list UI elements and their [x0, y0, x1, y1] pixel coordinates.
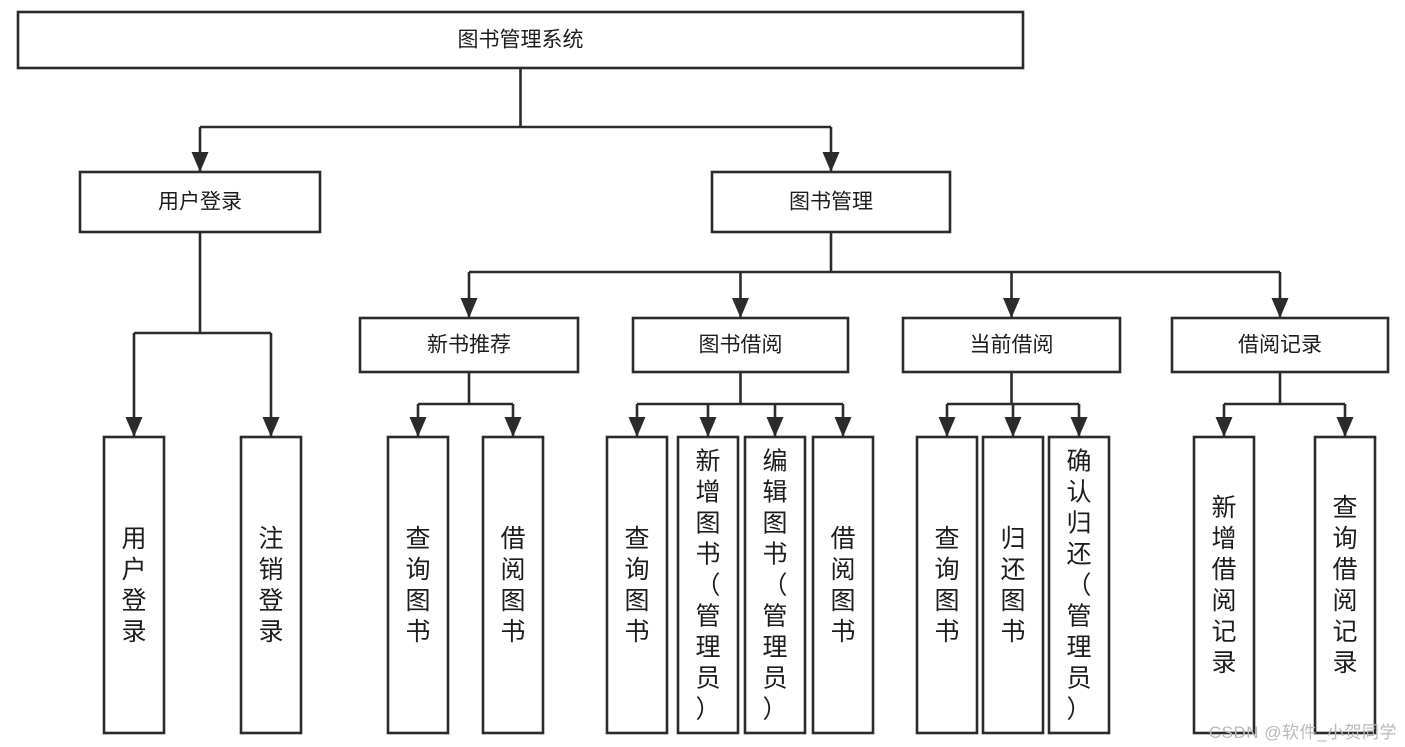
- node-label-book-management: 图书管理: [789, 191, 873, 214]
- leaf-label-query-borrow-record: 查询借阅记录: [1332, 494, 1357, 677]
- leaf-label-user-logout: 注销登录: [258, 525, 283, 646]
- leaf-label-user-login-do: 用户登录: [121, 525, 146, 646]
- arrow-head-icon: [766, 417, 784, 437]
- arrow-head-icon: [1070, 417, 1088, 437]
- node-root-system[interactable]: 图书管理系统: [16, 10, 1025, 70]
- leaf-label-add-book-admin: 新增图书（管理员）: [695, 448, 720, 724]
- leaf-label-confirm-return-admin: 确认归还（管理员）: [1066, 448, 1091, 724]
- arrow-head-icon: [822, 152, 840, 172]
- node-label-user-login: 用户登录: [158, 191, 242, 214]
- arrow-head-icon: [732, 298, 749, 318]
- leaf-confirm-return-admin[interactable]: 确认归还（管理员）: [1047, 435, 1111, 735]
- leaf-add-borrow-record[interactable]: 新增借阅记录: [1192, 435, 1256, 735]
- leaf-borrow-book-1[interactable]: 借阅图书: [481, 435, 545, 735]
- leaf-label-query-book-3: 查询图书: [934, 525, 959, 646]
- arrow-head-icon: [262, 417, 280, 437]
- arrow-head-icon: [504, 417, 522, 437]
- arrow-head-icon: [1336, 417, 1354, 437]
- leaf-label-return-book: 归还图书: [1000, 525, 1025, 646]
- leaf-return-book[interactable]: 归还图书: [981, 435, 1045, 735]
- node-label-new-book-recommend: 新书推荐: [427, 334, 511, 357]
- arrow-head-icon: [699, 417, 717, 437]
- leaf-label-query-book-1: 查询图书: [405, 525, 430, 646]
- arrow-head-icon: [1215, 417, 1233, 437]
- node-new-book-recommend[interactable]: 新书推荐: [358, 316, 580, 374]
- node-label-borrow-record: 借阅记录: [1238, 334, 1322, 357]
- leaf-user-logout[interactable]: 注销登录: [239, 435, 303, 735]
- arrow-head-icon: [1004, 417, 1022, 437]
- arrow-head-icon: [409, 417, 427, 437]
- arrow-head-icon: [1003, 298, 1020, 318]
- node-current-borrow[interactable]: 当前借阅: [901, 316, 1122, 374]
- arrow-head-icon: [834, 417, 852, 437]
- node-book-management[interactable]: 图书管理: [710, 170, 952, 234]
- arrow-head-icon: [460, 298, 478, 318]
- leaf-borrow-book-2[interactable]: 借阅图书: [811, 435, 875, 735]
- node-label-book-borrow: 图书借阅: [699, 334, 783, 357]
- arrow-head-icon: [125, 417, 143, 437]
- leaf-edit-book-admin[interactable]: 编辑图书（管理员）: [743, 435, 807, 735]
- connectors-layer: [125, 68, 1354, 437]
- arrow-head-icon: [628, 417, 646, 437]
- node-book-borrow[interactable]: 图书借阅: [631, 316, 850, 374]
- node-user-login[interactable]: 用户登录: [78, 170, 322, 234]
- leaf-label-borrow-book-2: 借阅图书: [830, 525, 855, 646]
- arrow-head-icon: [191, 152, 209, 172]
- leaf-label-query-book-2: 查询图书: [624, 525, 649, 646]
- leaf-query-book-3[interactable]: 查询图书: [915, 435, 979, 735]
- leaf-user-login-do[interactable]: 用户登录: [102, 435, 166, 735]
- leaf-add-book-admin[interactable]: 新增图书（管理员）: [676, 435, 740, 735]
- leaf-query-book-2[interactable]: 查询图书: [605, 435, 669, 735]
- leaf-query-book-1[interactable]: 查询图书: [386, 435, 450, 735]
- arrow-head-icon: [938, 417, 956, 437]
- nodes-layer: 图书管理系统用户登录用户登录注销登录图书管理新书推荐查询图书借阅图书图书借阅查询…: [16, 10, 1390, 735]
- arrow-head-icon: [1271, 298, 1289, 318]
- node-borrow-record[interactable]: 借阅记录: [1170, 316, 1390, 374]
- leaf-label-add-borrow-record: 新增借阅记录: [1211, 494, 1236, 677]
- leaf-label-borrow-book-1: 借阅图书: [500, 525, 525, 646]
- node-label-root: 图书管理系统: [458, 29, 584, 52]
- node-label-current-borrow: 当前借阅: [970, 334, 1054, 357]
- leaf-query-borrow-record[interactable]: 查询借阅记录: [1313, 435, 1377, 735]
- leaf-label-edit-book-admin: 编辑图书（管理员）: [762, 448, 787, 724]
- csdn-watermark: CSDN @软件_小贺同学: [1208, 723, 1397, 742]
